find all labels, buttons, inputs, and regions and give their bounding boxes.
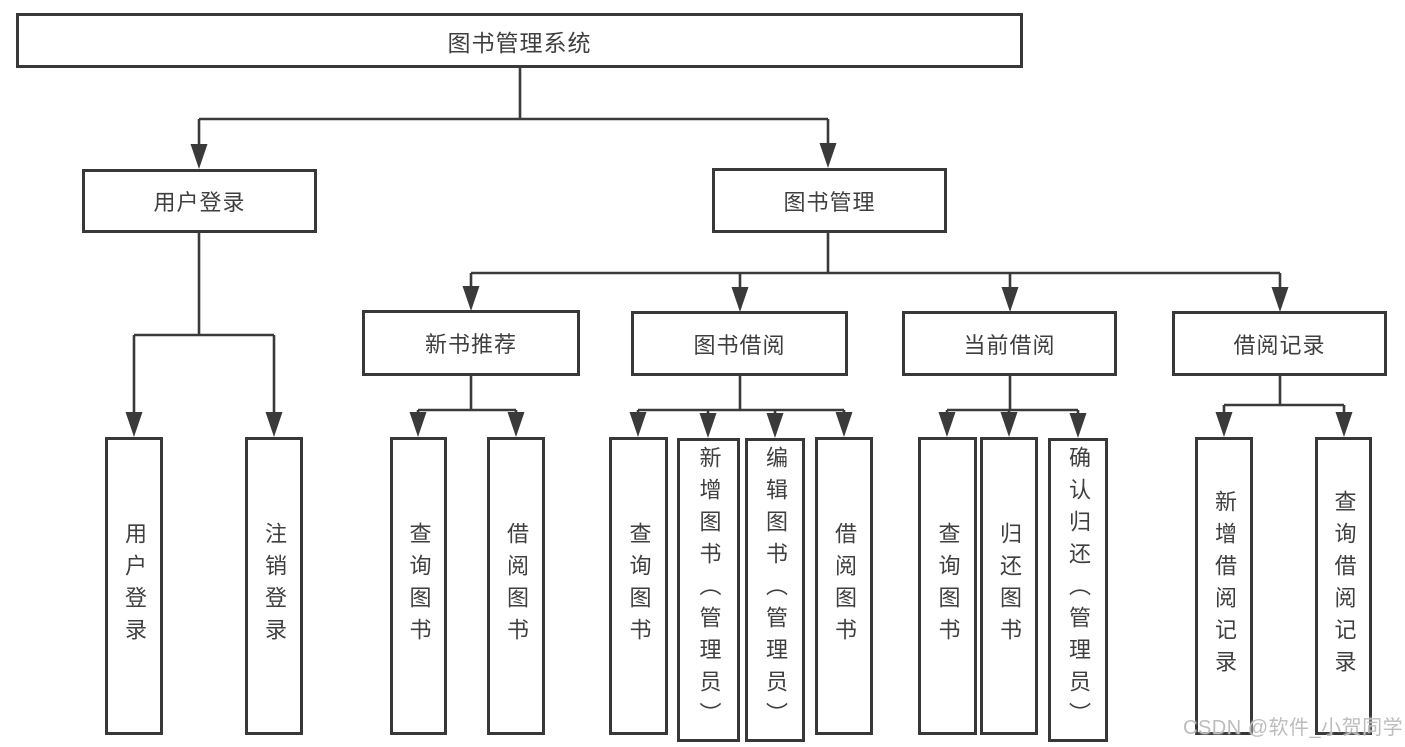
- node-label: 新增借阅记录: [1212, 490, 1237, 682]
- leaf-confirm-return-admin: 确认归还（管理员）: [1048, 438, 1108, 742]
- leaf-logout: 注销登录: [245, 437, 303, 735]
- leaf-borrow-books: 借阅图书: [815, 437, 873, 735]
- node-book-borrow: 图书借阅: [631, 311, 848, 376]
- node-label: 用户登录: [122, 522, 147, 650]
- node-label: 查询图书: [935, 522, 961, 650]
- node-label: 图书管理系统: [447, 29, 592, 56]
- node-label: 查询借阅记录: [1331, 490, 1357, 682]
- node-root-library-system: 图书管理系统: [16, 13, 1023, 68]
- arrowheads: [125, 143, 1353, 438]
- node-label: 当前借阅: [963, 332, 1056, 358]
- leaf-add-borrow-record: 新增借阅记录: [1195, 437, 1253, 735]
- node-label: 图书借阅: [693, 332, 786, 358]
- node-label: 查询图书: [626, 522, 652, 650]
- node-label: 图书管理: [783, 189, 876, 215]
- leaf-query-books-recommend: 查询图书: [390, 437, 447, 735]
- node-label: 确认归还（管理员）: [1066, 446, 1091, 734]
- connector-book-borrow-branch: [636, 376, 846, 419]
- node-label: 注销登录: [262, 522, 287, 650]
- node-label: 查询图书: [406, 522, 432, 650]
- leaf-query-books-current: 查询图书: [918, 437, 977, 735]
- node-label: 编辑图书（管理员）: [763, 446, 788, 734]
- node-book-management: 图书管理: [712, 168, 947, 233]
- node-current-borrow: 当前借阅: [902, 311, 1117, 376]
- connector-borrow-records-branch: [1222, 376, 1346, 418]
- node-label: 新书推荐: [424, 332, 517, 357]
- node-label: 新增图书（管理员）: [696, 446, 722, 734]
- leaf-edit-books-admin: 编辑图书（管理员）: [745, 438, 805, 742]
- node-borrow-records: 借阅记录: [1172, 311, 1387, 376]
- leaf-user-login: 用户登录: [105, 437, 163, 735]
- leaf-add-books-admin: 新增图书（管理员）: [677, 438, 740, 742]
- node-label: 借阅图书: [504, 522, 529, 650]
- node-new-book-recommend: 新书推荐: [362, 310, 580, 376]
- leaf-query-books-borrow: 查询图书: [609, 437, 668, 735]
- connector-user-login-branch: [132, 233, 276, 418]
- csdn-watermark: CSDN @软件_小贺同学: [1183, 717, 1404, 739]
- node-label: 借阅记录: [1233, 332, 1326, 358]
- connector-book-mgmt-branch: [469, 233, 1282, 294]
- node-user-login: 用户登录: [82, 169, 317, 233]
- node-label: 借阅图书: [832, 522, 857, 650]
- connector-new-book-branch: [416, 376, 518, 418]
- connector-root-to-level2: [197, 68, 830, 150]
- leaf-borrow-books-recommend: 借阅图书: [487, 437, 545, 735]
- leaf-return-books: 归还图书: [980, 437, 1038, 735]
- node-label: 归还图书: [997, 522, 1022, 650]
- leaf-query-borrow-record: 查询借阅记录: [1315, 437, 1372, 735]
- node-label: 用户登录: [153, 190, 246, 215]
